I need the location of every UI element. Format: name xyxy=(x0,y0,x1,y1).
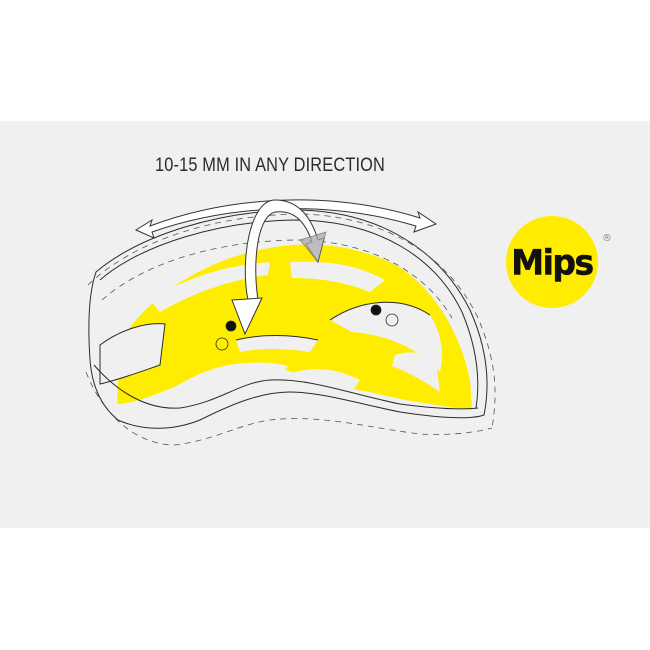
helmet-illustration xyxy=(85,199,496,446)
curved-movement-arrow xyxy=(231,199,327,336)
mips-logo: Mips xyxy=(506,216,598,308)
helmet-shell xyxy=(88,209,488,429)
registered-mark: ® xyxy=(602,233,612,244)
mips-logo-text: Mips xyxy=(511,241,594,283)
double-headed-arc-arrow xyxy=(134,199,438,239)
mips-anchor-points xyxy=(215,304,399,351)
movement-caption: 10-15 MM IN ANY DIRECTION xyxy=(154,155,386,176)
